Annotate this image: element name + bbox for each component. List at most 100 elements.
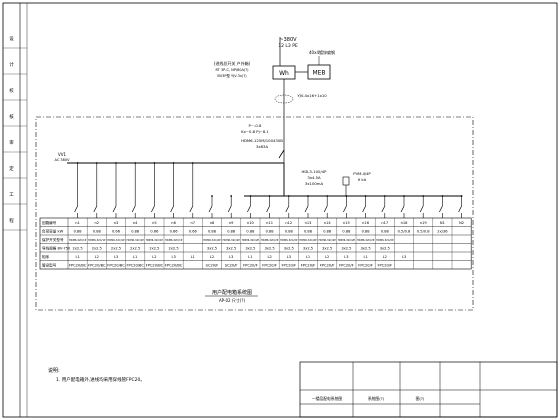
table-cell: HDM6-32C/1P [69,238,87,242]
incoming-sub: AC 380V [55,158,71,162]
table-cell: n18 [401,221,409,225]
branch-switch [285,205,290,213]
table-row-header: 相序 [42,254,50,259]
table-cell: 3x2.5 [265,246,275,250]
table-cell: FPC20/F [377,263,392,267]
table-cell: n15 [343,221,350,225]
rcd-rating-2: 3x100mA [305,181,324,186]
table-cell: 0.88 [208,229,217,233]
branch-switch [419,205,424,213]
incoming-label: VV1 [58,152,66,157]
table-cell: 0.88 [304,229,313,233]
meb-label: MEB [312,70,325,77]
bus-junction [345,195,348,197]
bus-junction [95,162,98,164]
table-cell: L3 [229,255,233,259]
left-strip-label: 校 [9,87,14,94]
table-cell: 2x/36 [437,229,448,233]
table-cell: HDM6-32C/2P [261,238,279,242]
bus-junction [76,162,79,164]
table-cell: n2 [95,221,100,225]
table-cell: HDM6-32C/2P [223,238,241,242]
bus-junction [287,195,290,197]
bus-junction [191,162,194,164]
bus-junction [153,162,156,164]
table-cell: L1 [248,255,252,259]
table-cell: n14 [324,221,332,225]
supply-note-left-3: BV3P型 YJV-3x(?) [217,73,247,78]
table-cell: n5 [152,221,157,225]
main-breaker-note-2: Kx~0.8 Pj~8.1 [241,129,269,134]
table-cell: n11 [266,221,273,225]
table-cell: HDM6-32C/2P [376,238,394,242]
table-cell: FPC20/BC [107,263,125,267]
table-cell: 0.88 [246,229,255,233]
branch-switch [170,205,174,213]
table-cell: 0.66 [112,229,121,233]
table-cell: n10 [247,221,255,225]
bus-junction [115,162,117,164]
table-cell: SC20/F [206,263,219,267]
table-cell: 0.88 [131,229,140,233]
table-cell: HDM6-32C/2P [203,238,221,242]
left-strip-label: 核 [9,113,14,120]
branch-switch [112,205,117,213]
table-cell: n9 [229,221,234,225]
table-row-header: 管径型号 [42,262,57,267]
branch-switch [74,205,78,213]
table-cell: n7 [191,221,196,225]
table-cell: HDM6-32C/1P [88,238,106,242]
table-cell: 0.5/0.8 [417,229,430,233]
table-cell: n17 [381,221,388,225]
table-cell: HDM6-32C/1P [146,238,164,242]
table-cell: L3 [171,255,175,259]
table-cell: 0.88 [342,229,351,233]
main-breaker-note-1: P~-0.8 [249,123,262,128]
table-cell: 3x2.5 [380,246,390,250]
table-cell: n12 [285,221,292,225]
table-cell: 3x2.5 [341,246,351,250]
table-cell: L3 [402,255,406,259]
table-cell: L1 [133,255,137,259]
table-cell: L2 [210,255,214,259]
table-cell: 3x2.5 [303,246,313,250]
table-cell: n6 [171,221,176,225]
table-cell: 0.88 [266,229,275,233]
table-cell: FPC20/F [301,263,316,267]
table-cell: L2 [267,255,271,259]
left-strip-label: 工 [9,192,14,198]
bus-junction [249,195,252,197]
table-cell: HDM6-32C/2P [319,238,337,242]
table-cell: FPC20/BC [88,263,106,267]
table-cell: n19 [420,221,428,225]
bus-junction [383,195,386,197]
meter-label: Wh [279,70,289,77]
table-cell: 2x2.5 [92,246,102,250]
spd-note: 9 kA [358,177,367,182]
table-cell: n13 [305,221,312,225]
table-cell: 2x2.5 [169,246,179,250]
table-cell: 3x2.5 [361,246,371,250]
table-cell: L1 [306,255,310,259]
branch-circuits [74,162,463,218]
cable-note: YJV-4x16+1x10 [297,93,327,98]
panel-boundary [35,116,474,311]
table-cell: L3 [344,255,348,259]
table-cell: HDM6-32C/2P [338,238,356,242]
table-cell: n16 [362,221,370,225]
meb-note: 40x4镀锌扁钢 [309,49,335,55]
left-strip-label: 定 [9,165,14,172]
branch-switch [304,205,309,213]
branch-switch [266,205,270,213]
bus-junction [307,195,309,197]
table-cell: 3x2.5 [322,246,332,250]
table-cell: HDM6-32C/1P [127,238,145,242]
left-strip-label: 审 [9,139,14,146]
title-block-cell-2: 系统图(?) [368,396,385,401]
table-row-header: 回路编号 [42,220,57,225]
branch-switch [439,205,443,213]
panel-title: 用户配电箱系统图 [212,289,252,296]
left-strip-label: 计 [9,61,14,68]
bus-junction [326,195,329,197]
